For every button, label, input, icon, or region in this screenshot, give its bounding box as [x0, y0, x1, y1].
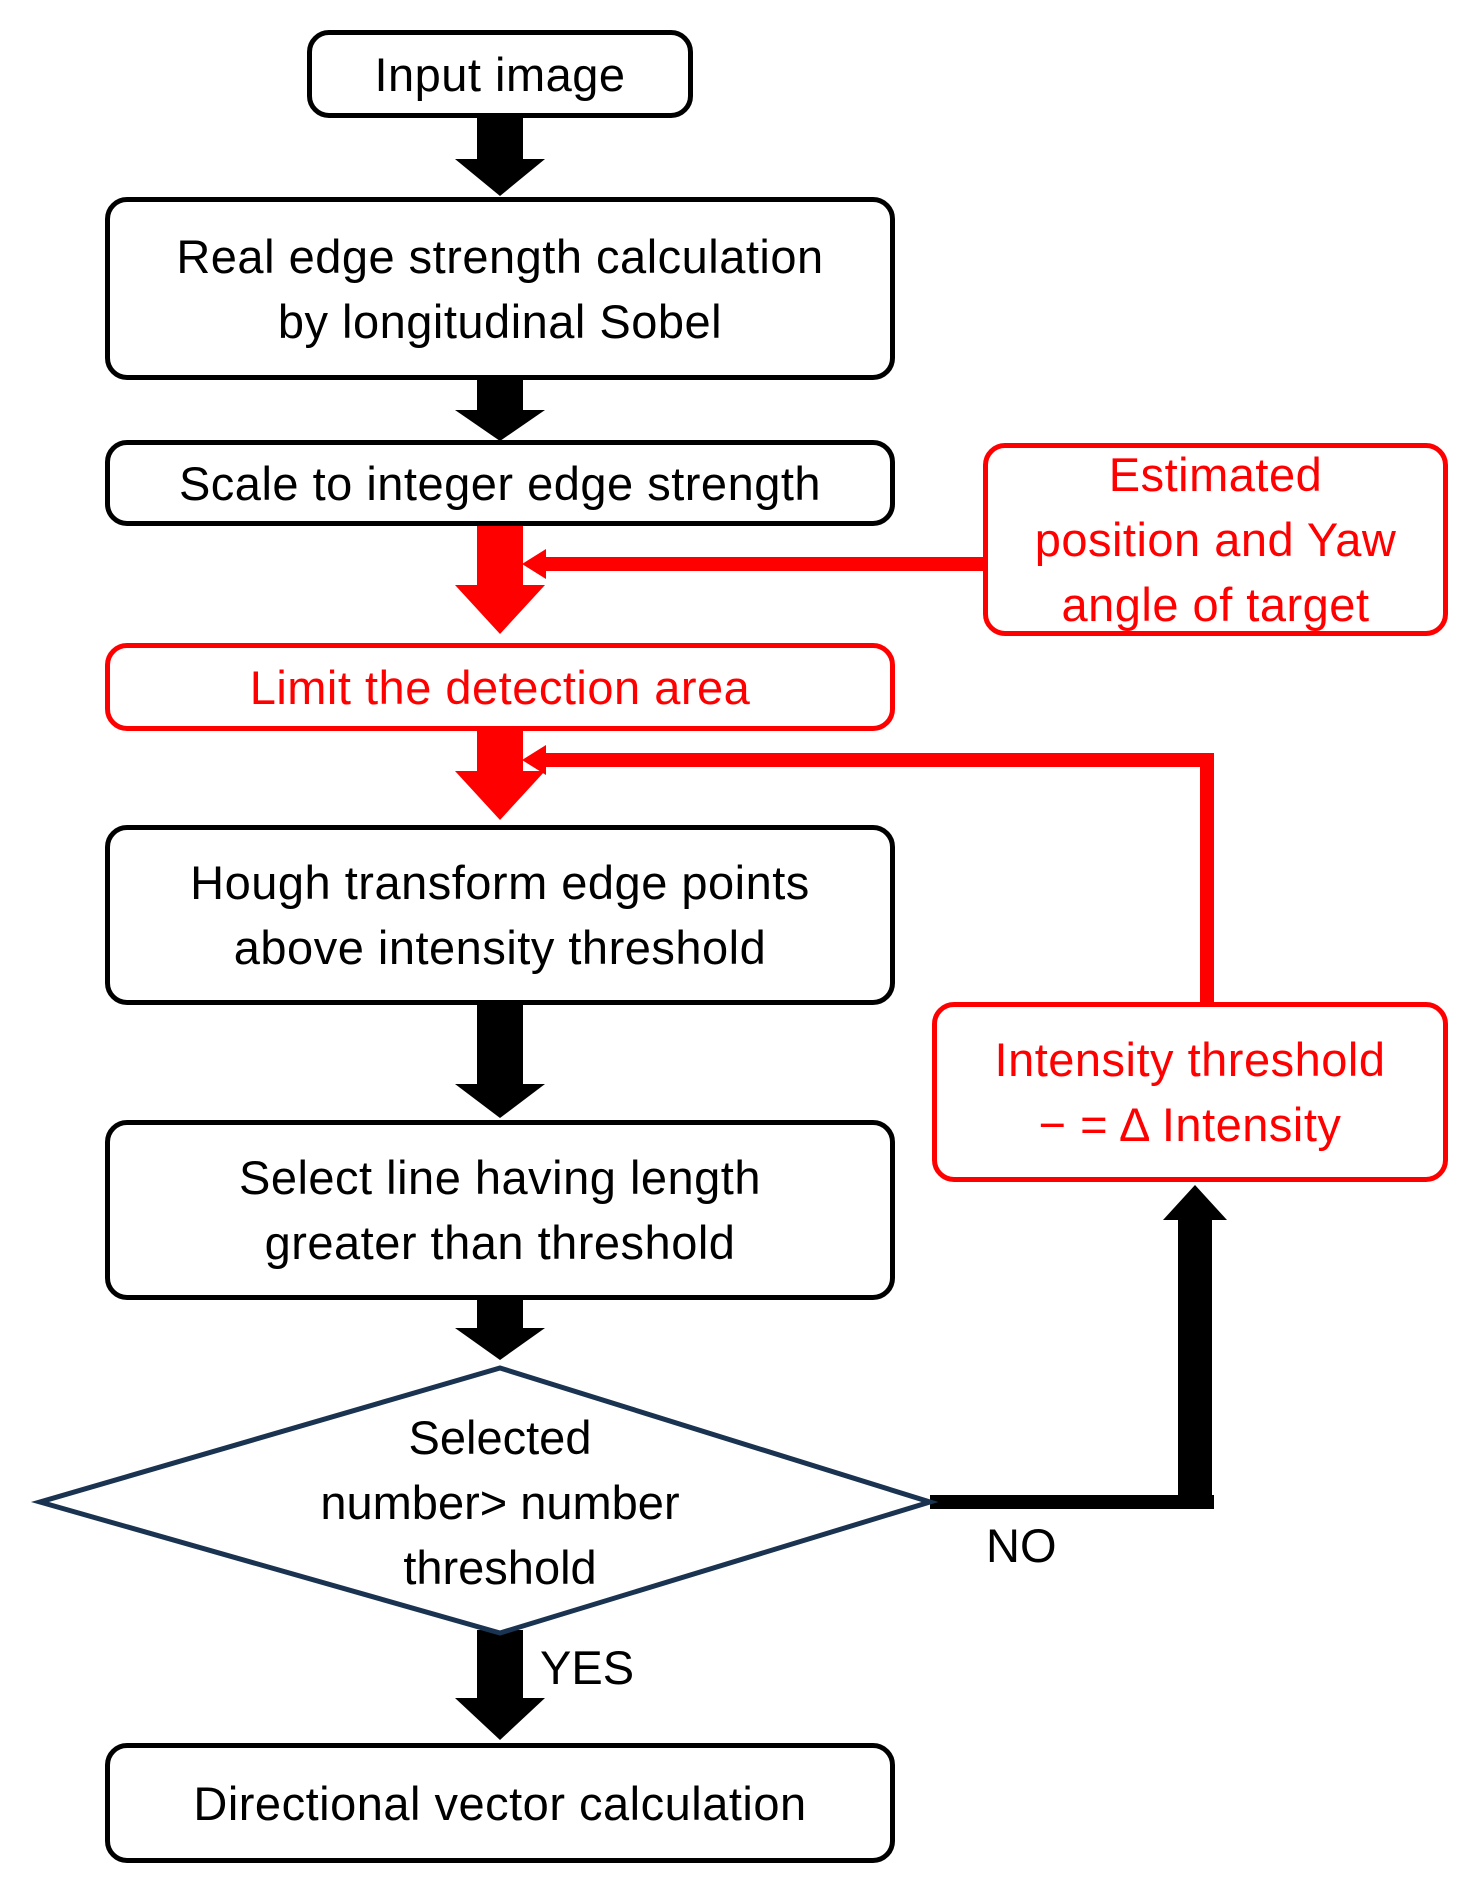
no-branch-label: NO [986, 1519, 1057, 1572]
decision-line-3: threshold [403, 1541, 597, 1594]
select-line-node: Select line having length greater than t… [105, 1120, 895, 1300]
arrow-scale-to-limit [455, 525, 545, 634]
yes-branch-label: YES [540, 1641, 635, 1694]
arrow-input-to-edge-strength [455, 117, 545, 196]
input-image-node: Input image [307, 30, 693, 118]
intensity-update-line-2: − = Δ Intensity [1038, 1098, 1342, 1151]
select-line-line-1: Select line having length [238, 1151, 762, 1204]
hough-transform-node: Hough transform edge points above intens… [105, 825, 895, 1005]
arrow-limit-to-hough [455, 731, 545, 820]
estimated-line-2: position and Yaw [1034, 513, 1397, 566]
arrow-feedback-loop [522, 745, 1214, 1003]
directional-vector-node: Directional vector calculation [105, 1743, 895, 1863]
arrow-edge-strength-to-scale [455, 380, 545, 441]
decision-line-1: Selected [408, 1411, 592, 1464]
intensity-threshold-update-node: Intensity threshold − = Δ Intensity [932, 1002, 1448, 1182]
hough-line-1: Hough transform edge points [190, 856, 810, 909]
limit-area-line-1: Limit the detection area [249, 660, 751, 714]
estimated-line-3: angle of target [1061, 578, 1370, 631]
edge-strength-line-2: by longitudinal Sobel [277, 294, 723, 348]
limit-detection-area-node: Limit the detection area [105, 643, 895, 731]
estimated-line-1: Estimated [1108, 448, 1323, 501]
decision-label: Selected number> number threshold [280, 1405, 720, 1600]
hough-line-2: above intensity threshold [233, 921, 767, 974]
arrow-hough-to-select-line [455, 1004, 545, 1118]
directional-line-1: Directional vector calculation [193, 1776, 807, 1830]
edge-strength-node: Real edge strength calculation by longit… [105, 197, 895, 380]
scale-line-1: Scale to integer edge strength [178, 456, 822, 510]
decision-diamond [30, 1365, 939, 1636]
select-line-line-2: greater than threshold [264, 1216, 736, 1269]
input-image-line-1: Input image [374, 47, 626, 101]
intensity-update-line-1: Intensity threshold [994, 1033, 1386, 1086]
estimated-position-node: Estimated position and Yaw angle of targ… [983, 443, 1448, 636]
edge-strength-line-1: Real edge strength calculation [176, 229, 824, 283]
scale-node: Scale to integer edge strength [105, 440, 895, 526]
arrow-decision-yes-branch [455, 1630, 545, 1740]
arrow-select-line-to-decision [455, 1300, 545, 1360]
decision-line-2: number> number [320, 1476, 680, 1529]
arrow-estimated-to-merge [522, 549, 986, 579]
arrow-decision-no-branch [930, 1185, 1227, 1509]
